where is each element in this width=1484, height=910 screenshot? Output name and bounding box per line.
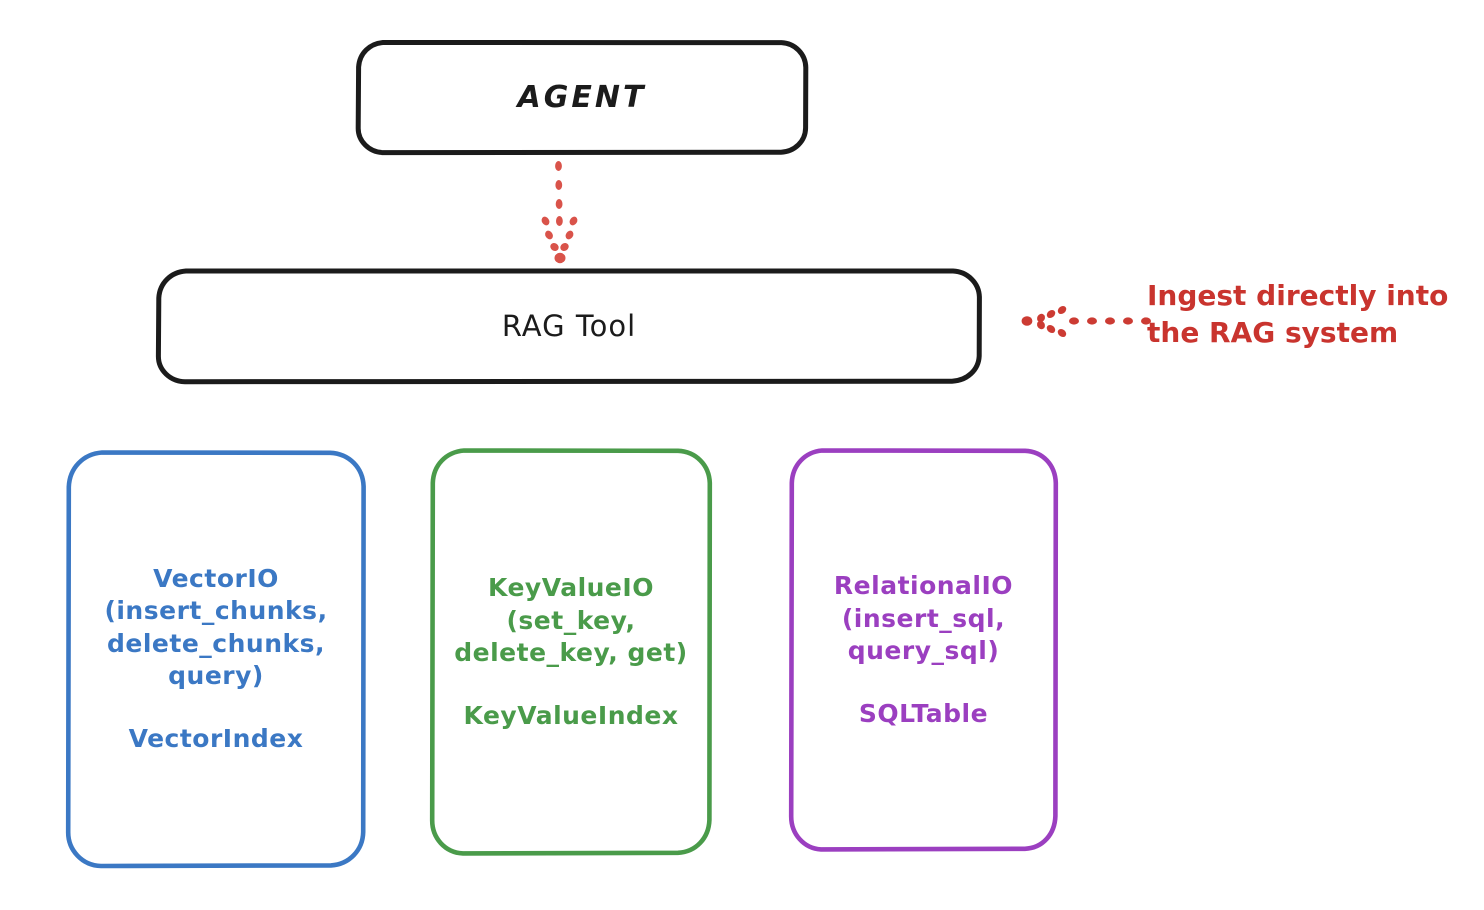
node-vector-io[interactable]: VectorIO (insert_chunks, delete_chunks, … [65, 450, 366, 869]
node-relational-io[interactable]: RelationalIO (insert_sql, query_sql) SQL… [788, 448, 1059, 852]
node-key-value-io[interactable]: KeyValueIO (set_key, delete_key, get) Ke… [429, 448, 713, 856]
ingest-arrow [1021, 305, 1151, 338]
key-value-io-index-label: KeyValueIndex [463, 700, 679, 730]
ingest-annotation-text: Ingest directly into the RAG system [1147, 279, 1449, 349]
rag-tool-content: RAG Tool [156, 309, 982, 343]
relational-io-index-label: SQLTable [858, 698, 989, 728]
agent-label: AGENT [517, 80, 647, 115]
agent-to-ragtool-arrow [541, 161, 578, 264]
agent-content: AGENT [356, 80, 808, 115]
relational-io-content: RelationalIO (insert_sql, query_sql) SQL… [789, 570, 1058, 730]
node-agent[interactable]: AGENT [355, 40, 809, 156]
node-rag-tool[interactable]: RAG Tool [155, 268, 982, 385]
vector-io-content: VectorIO (insert_chunks, delete_chunks, … [66, 563, 366, 756]
relational-io-api-label: RelationalIO (insert_sql, query_sql) [833, 571, 1014, 665]
key-value-io-content: KeyValueIO (set_key, delete_key, get) Ke… [430, 572, 712, 732]
vector-io-index-label: VectorIndex [128, 723, 304, 753]
vector-io-api-label: VectorIO (insert_chunks, delete_chunks, … [104, 563, 328, 691]
key-value-io-api-label: KeyValueIO (set_key, delete_key, get) [454, 573, 688, 667]
rag-tool-label: RAG Tool [501, 309, 637, 343]
